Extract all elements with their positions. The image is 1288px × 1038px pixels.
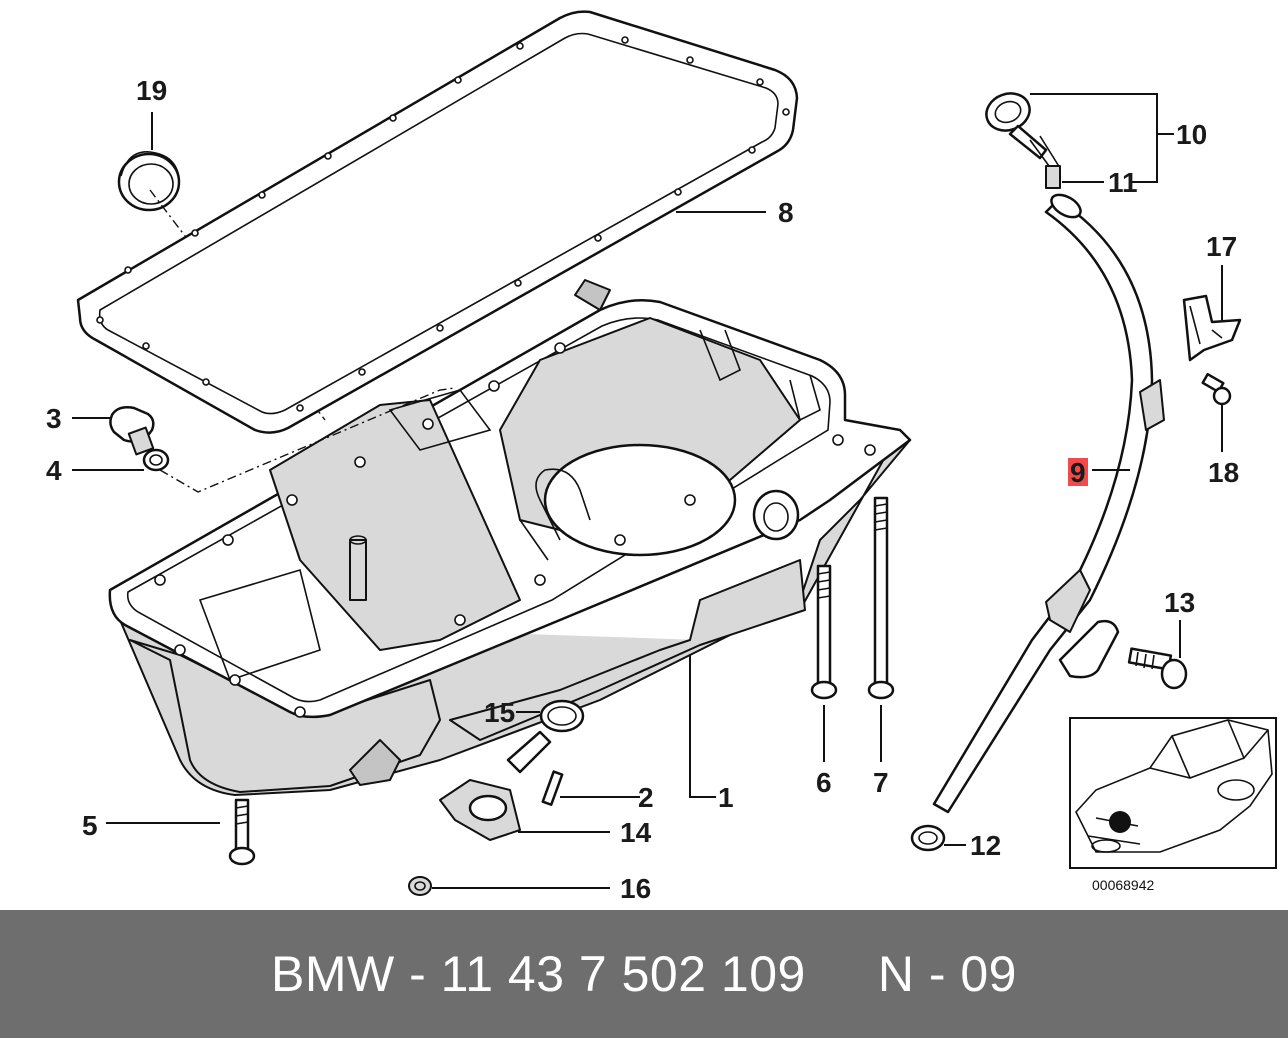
part-6-bolt xyxy=(810,564,838,700)
part-9-guide-tube xyxy=(932,193,1165,814)
parts-diagram: 00068942 19 8 10 11 17 9 18 3 4 13 15 6 … xyxy=(46,10,1277,904)
callout-11: 11 xyxy=(1108,167,1138,198)
callout-9: 9 xyxy=(1070,457,1086,488)
callout-16: 16 xyxy=(620,873,651,904)
part-19-seal xyxy=(117,151,181,212)
callout-13: 13 xyxy=(1164,587,1195,618)
callout-7: 7 xyxy=(873,767,889,798)
part-number: BMW - 11 43 7 502 109 xyxy=(270,946,806,1002)
callout-12: 12 xyxy=(970,830,1001,861)
callout-8: 8 xyxy=(778,197,794,228)
callout-1: 1 xyxy=(718,782,734,813)
highlight-marker xyxy=(1068,458,1088,486)
callout-18: 18 xyxy=(1208,457,1239,488)
diagram-number: 00068942 xyxy=(1092,877,1155,893)
part-2-pin xyxy=(541,770,564,806)
part-12-seal xyxy=(910,824,946,852)
part-18-bolt xyxy=(1201,372,1232,406)
part-7-bolt xyxy=(867,496,895,700)
group-code: N - 09 xyxy=(877,946,1017,1002)
part-5-bolt xyxy=(228,798,256,866)
callout-19: 19 xyxy=(136,75,167,106)
callout-2: 2 xyxy=(638,782,654,813)
part-15-o-ring xyxy=(539,699,585,733)
callout-15: 15 xyxy=(484,697,515,728)
part-10-dipstick-handle xyxy=(985,92,1061,189)
footer-caption: BMW - 11 43 7 502 109 N - 09 xyxy=(271,945,1017,1003)
callout-17: 17 xyxy=(1206,231,1237,262)
part-4-washer xyxy=(142,448,170,472)
callout-14: 14 xyxy=(620,817,652,848)
part-1-oil-pan xyxy=(108,279,912,796)
callout-6: 6 xyxy=(816,767,832,798)
car-locator-inset: 00068942 xyxy=(1069,717,1277,893)
callout-4: 4 xyxy=(46,455,62,486)
callout-10: 10 xyxy=(1176,119,1207,150)
callout-5: 5 xyxy=(82,810,98,841)
callout-3: 3 xyxy=(46,403,62,434)
part-13-bolt xyxy=(1127,647,1188,690)
part-16-nut xyxy=(408,876,432,896)
part-8-gasket xyxy=(76,10,799,434)
footer-bar: BMW - 11 43 7 502 109 N - 09 xyxy=(0,910,1288,1038)
part-14-pickup xyxy=(439,730,552,841)
part-3-drain-plug xyxy=(109,406,155,456)
part-17-bracket xyxy=(1182,294,1242,362)
location-dot xyxy=(1109,811,1131,833)
